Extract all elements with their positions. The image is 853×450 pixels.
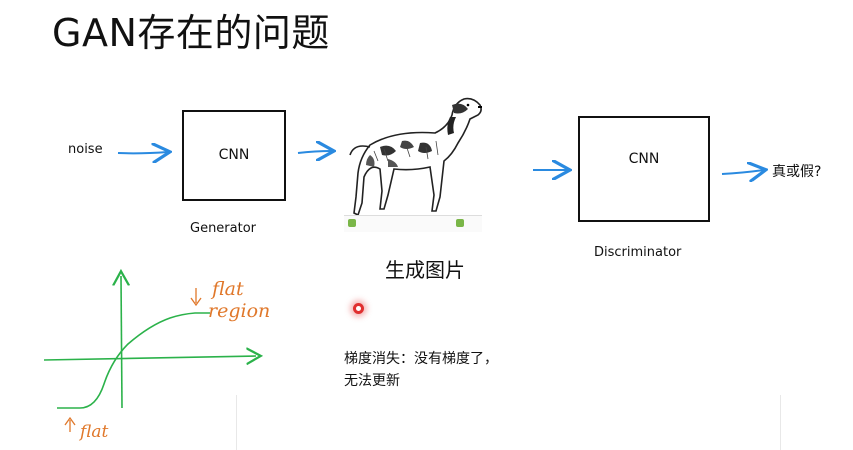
generated-dog-image [340,85,485,235]
generator-caption: Generator [190,221,257,236]
arrow-discriminator-to-output [721,170,764,174]
sketch-y-axis [121,276,122,409]
generator-cnn-label: CNN [218,147,250,163]
watermark-logo-right [456,219,464,227]
sketch-x-axis [43,356,256,360]
discriminator-box: CNN [578,116,710,222]
discriminator-caption: Discriminator [594,245,682,260]
discriminator-cnn-label: CNN [628,151,660,167]
generator-box: CNN [182,110,286,201]
annotation-bottom: flat [78,422,108,442]
gradient-vanishing-note: 梯度消失：没有梯度了， 无法更新 [344,348,498,392]
generated-image-caption: 生成图片 [385,258,465,282]
annotation-top-line2: region [208,300,270,322]
watermark-logo-left [348,219,356,227]
noise-label: noise [68,142,103,157]
note-line1: 梯度消失：没有梯度了， [344,351,498,367]
panel-divider [780,395,781,450]
sketch-curve [57,312,210,409]
output-label: 真或假? [772,164,822,180]
pointer-dot [353,303,364,314]
annotation-top-line1: flat [210,278,244,300]
dog-illustration [349,97,482,217]
panel-divider [236,395,237,450]
arrow-generator-to-image [297,151,332,153]
note-line2: 无法更新 [344,373,400,389]
annotation-arrow-top [190,288,202,307]
slide-title: GAN存在的问题 [52,11,330,55]
annotation-arrow-bottom [64,416,76,432]
arrow-noise-to-generator [117,152,168,153]
image-watermark-strip [344,215,482,232]
